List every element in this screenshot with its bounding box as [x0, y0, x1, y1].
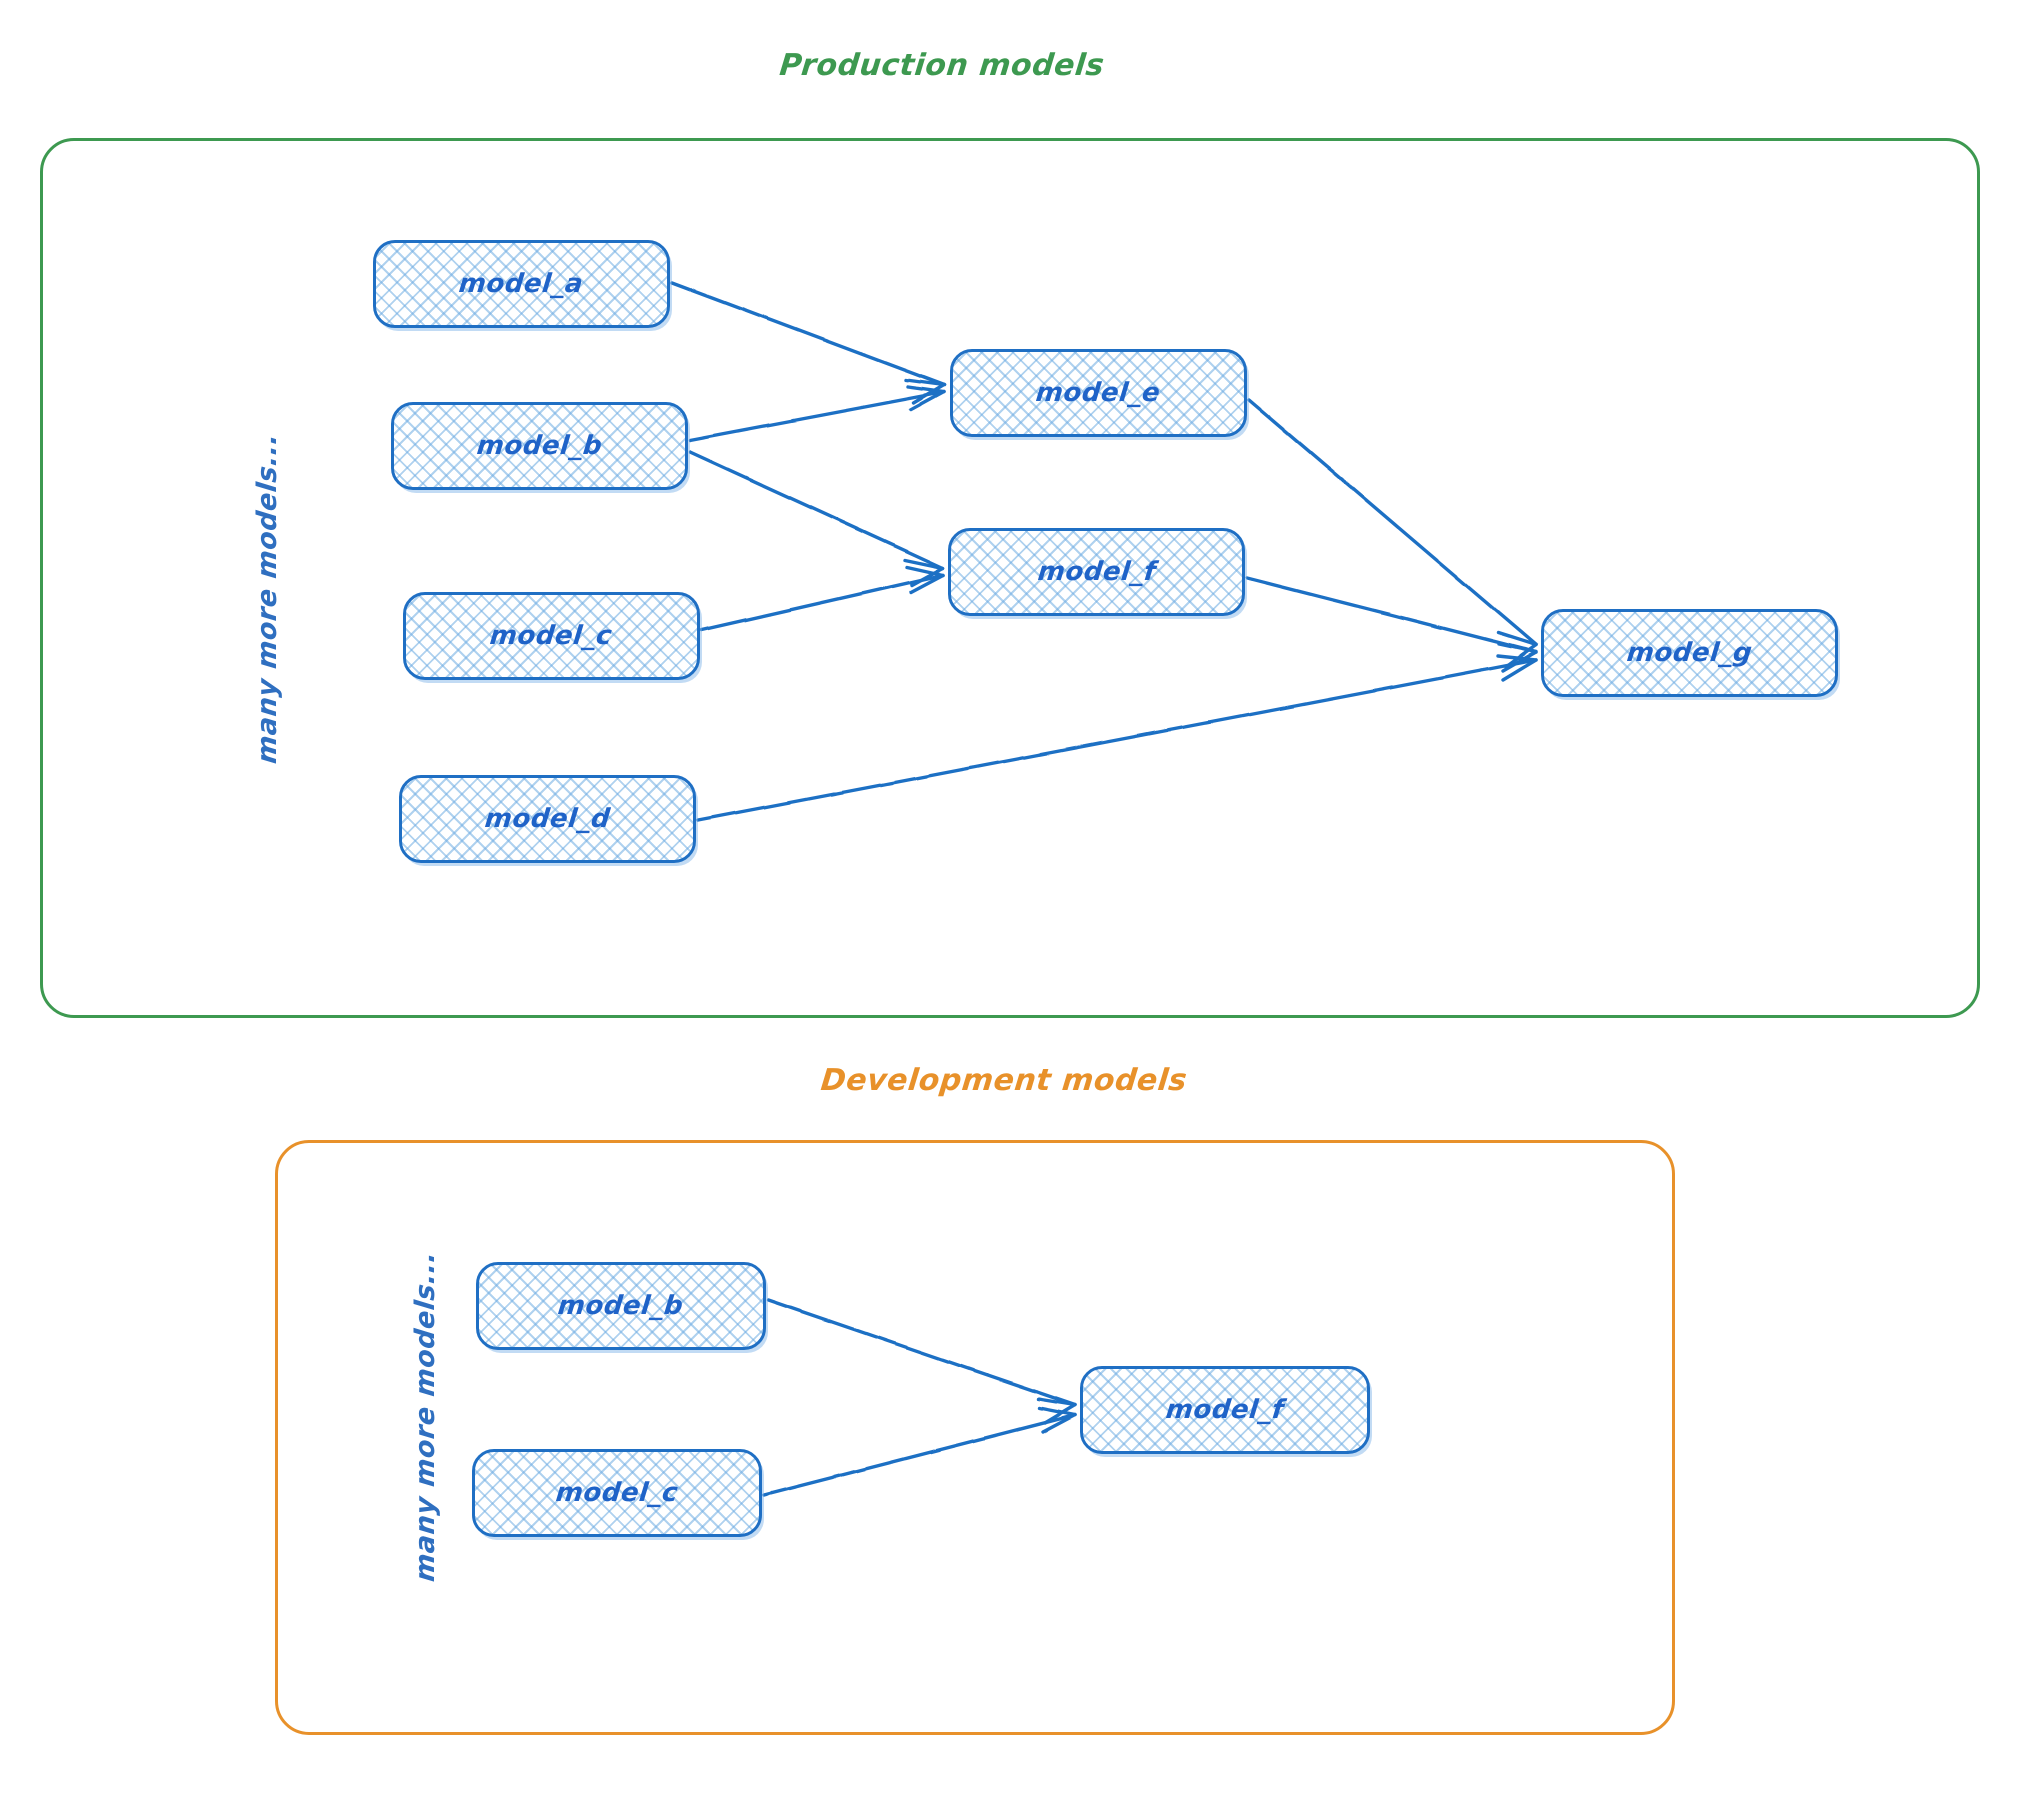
edge-model-b-to-model-e	[688, 385, 946, 442]
edge-model-d-to-model-g	[696, 654, 1538, 822]
node-model-e-label: model_e	[1034, 378, 1163, 408]
production-side-label: many more models...	[252, 431, 283, 766]
production-group-frame	[40, 138, 1980, 1018]
node-model-g[interactable]: model_g	[1541, 609, 1838, 697]
development-group-frame	[275, 1140, 1675, 1735]
node-model-a-label: model_a	[457, 269, 586, 299]
node-model-f[interactable]: model_f	[948, 528, 1245, 616]
development-group-title: Development models	[819, 1063, 1189, 1098]
node-model-b[interactable]: model_b	[391, 402, 688, 490]
node-model-b-label: model_b	[475, 431, 604, 461]
node-model-d-label: model_d	[483, 804, 612, 834]
production-group-title: Production models	[777, 48, 1107, 83]
node-model-f-label: model_f	[1035, 557, 1158, 587]
node-dev-model-b[interactable]: model_b	[476, 1262, 766, 1350]
node-model-a[interactable]: model_a	[373, 240, 670, 328]
edge-layer	[670, 281, 1538, 1497]
node-dev-model-c-label: model_c	[554, 1478, 680, 1508]
node-dev-model-f[interactable]: model_f	[1080, 1366, 1370, 1454]
development-side-label: many more models...	[410, 1249, 441, 1584]
node-dev-model-b-label: model_b	[556, 1291, 686, 1321]
node-dev-model-f-label: model_f	[1164, 1395, 1286, 1425]
node-model-e[interactable]: model_e	[950, 349, 1247, 437]
edge-model-c-to-model-f	[700, 565, 945, 632]
edge-dev-model-c-to-model-f	[762, 1406, 1077, 1497]
node-model-c-label: model_c	[488, 621, 615, 651]
node-model-d[interactable]: model_d	[399, 775, 696, 863]
node-dev-model-c[interactable]: model_c	[472, 1449, 762, 1537]
node-model-c[interactable]: model_c	[403, 592, 700, 680]
node-model-g-label: model_g	[1625, 638, 1754, 668]
